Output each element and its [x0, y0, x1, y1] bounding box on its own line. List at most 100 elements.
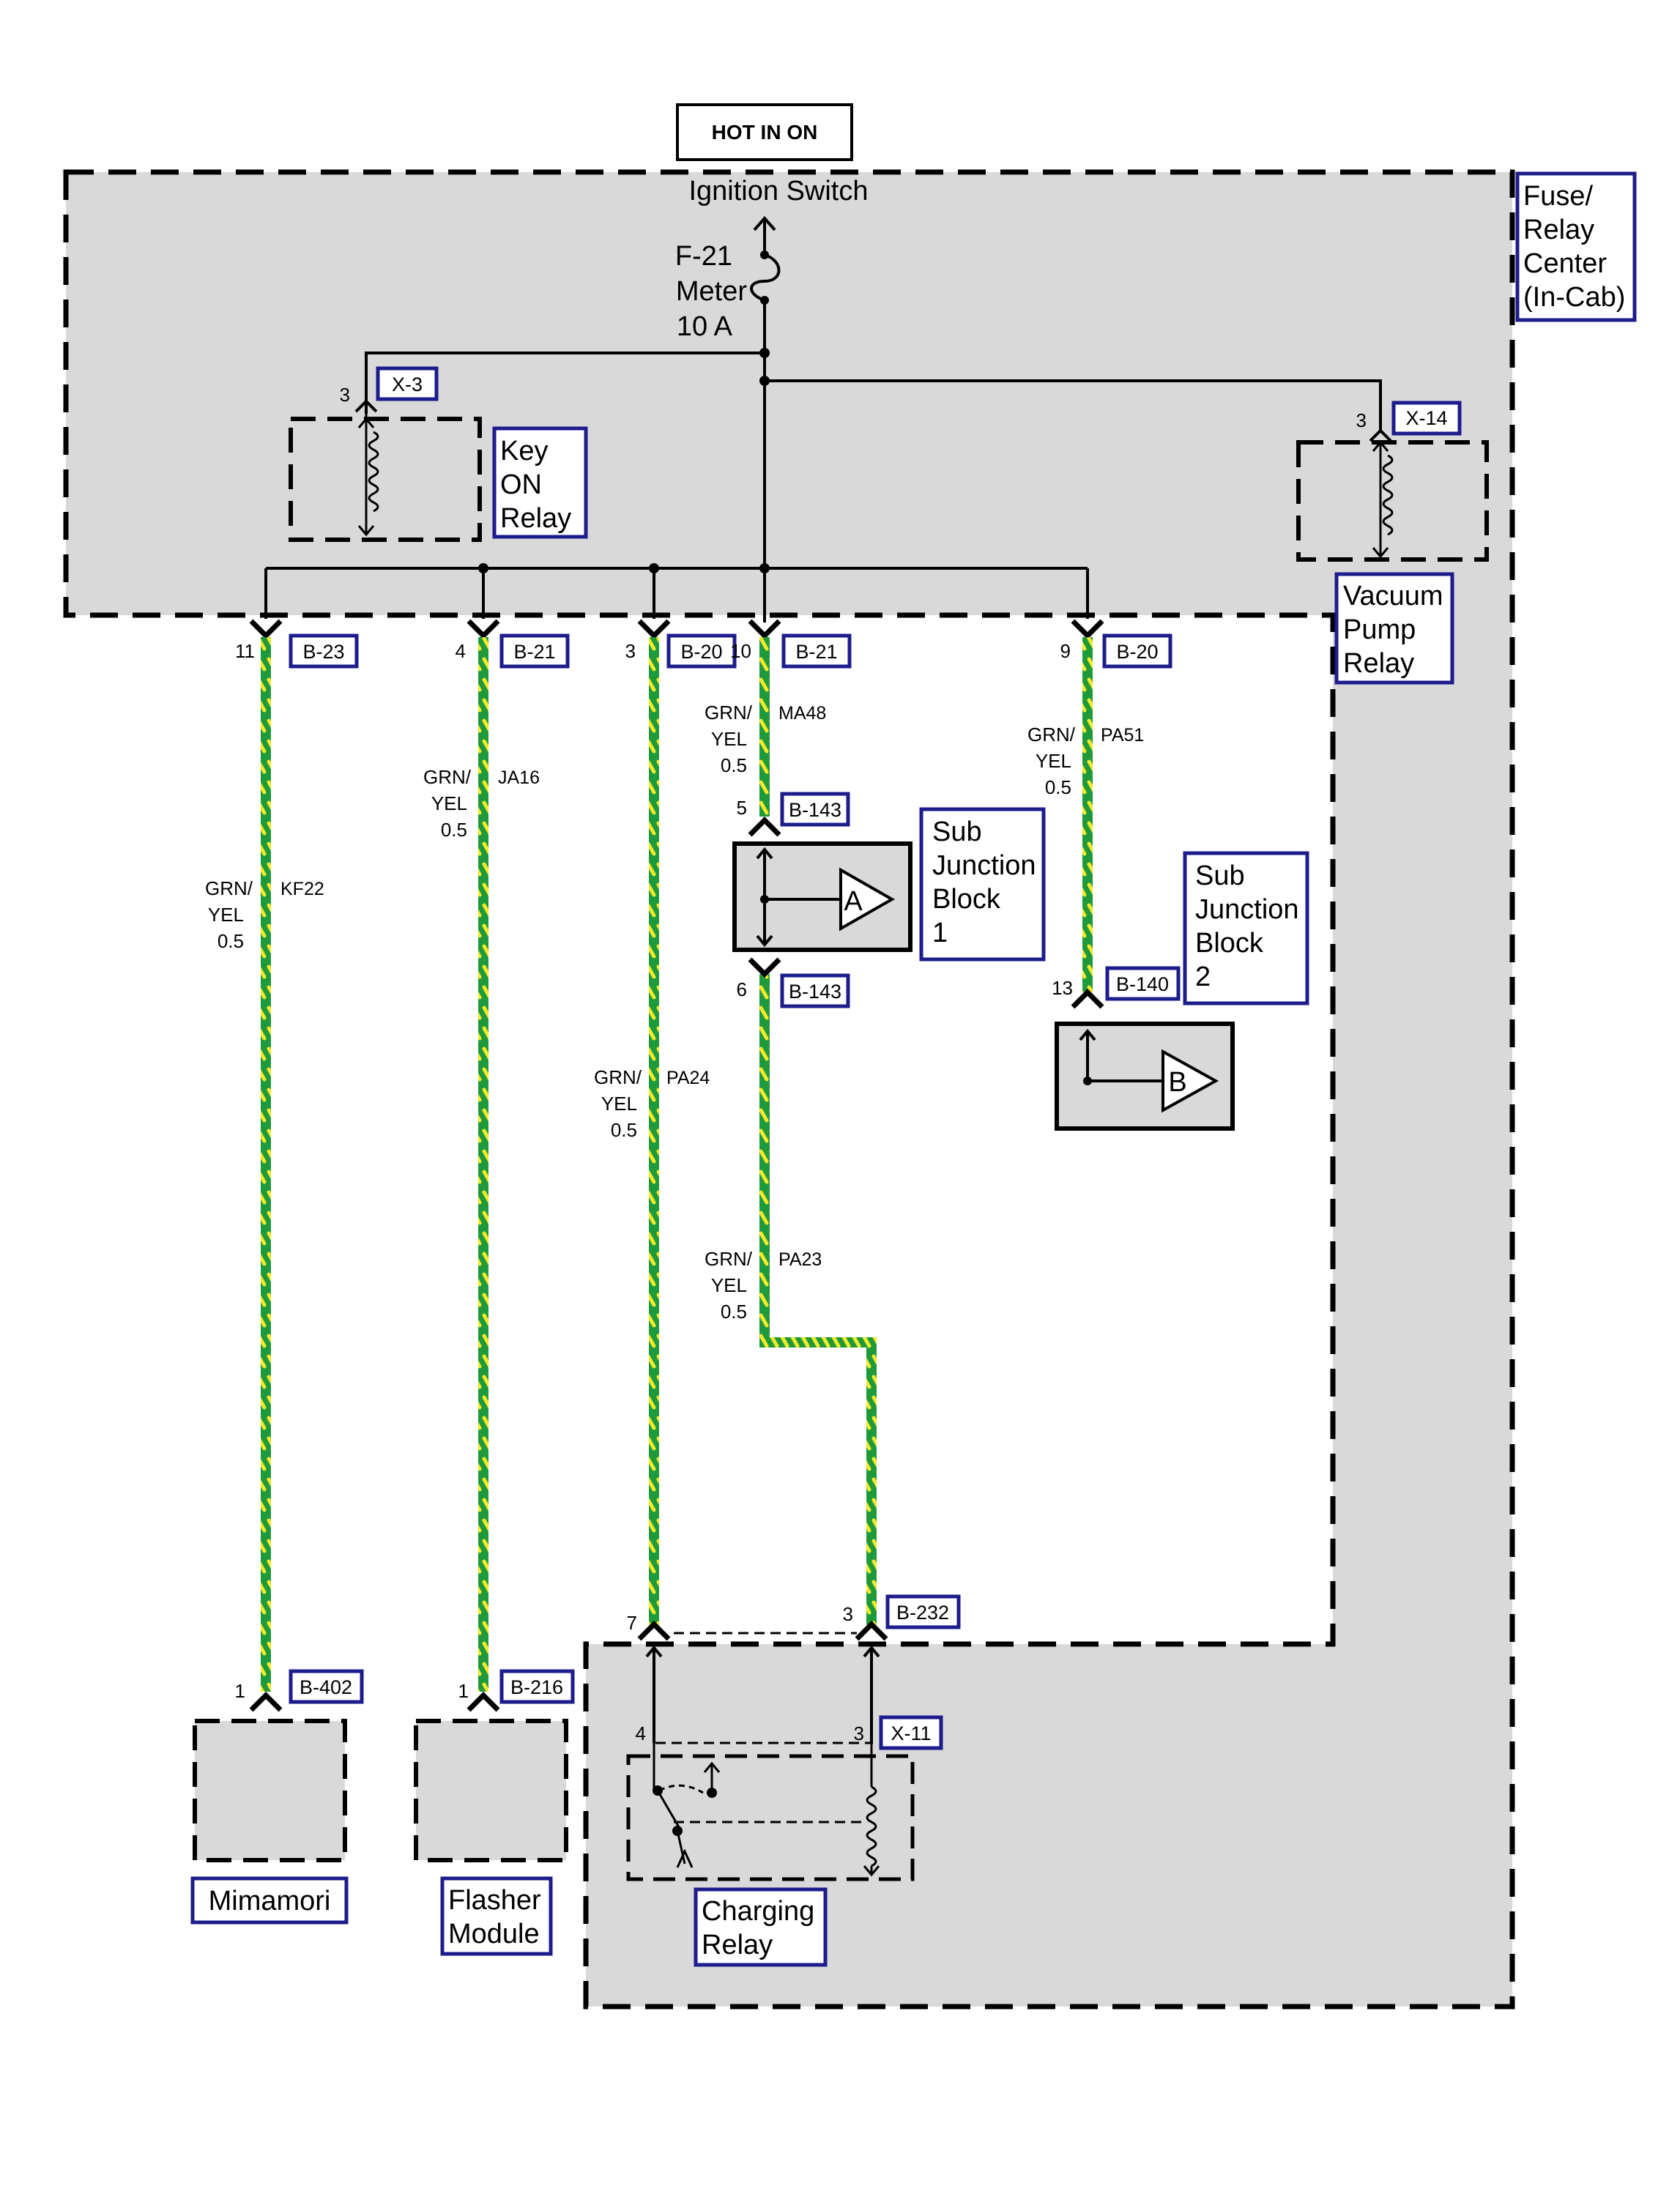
wire-pa51	[1082, 637, 1093, 992]
pa24-size: 0.5	[611, 1119, 637, 1141]
charging-top-pin: 7	[627, 1612, 637, 1634]
flasher-label1: Flasher	[448, 1885, 541, 1916]
kf22-circuit: KF22	[280, 879, 324, 899]
b23-id: B-23	[302, 641, 344, 663]
charging-label2: Relay	[702, 1930, 773, 1960]
pa23-color1: GRN/	[705, 1248, 753, 1270]
kf22-color2: YEL	[208, 904, 244, 926]
b21a-pin: 4	[456, 640, 466, 662]
b402-connector: 1 B-402	[235, 1669, 364, 1712]
wire-kf22	[261, 637, 271, 1692]
wire-pa23-c	[866, 1337, 877, 1626]
charging-label1: Charging	[702, 1896, 814, 1927]
vacuum-label3: Relay	[1343, 648, 1414, 679]
b402-id: B-402	[300, 1676, 352, 1698]
b20a-pin: 3	[625, 640, 636, 662]
sjb1-label4: 1	[932, 918, 948, 948]
b143b-id: B-143	[789, 981, 841, 1003]
wire-pa23-a	[759, 974, 770, 1347]
wire-pa51-label: GRN/ YEL 0.5 PA51	[1027, 724, 1144, 798]
b21b-connector: 10 B-21	[730, 633, 852, 669]
pa23-size: 0.5	[721, 1301, 747, 1323]
pa51-circuit: PA51	[1101, 725, 1144, 746]
fuse-relay-center-border	[63, 169, 1515, 2010]
vacuum-connector: X-14	[1405, 407, 1447, 429]
sjb2-label1: Sub	[1195, 860, 1245, 891]
wire-pa24	[649, 637, 659, 1626]
sjb2-label3: Block	[1195, 928, 1264, 959]
wire-pa23-b	[759, 1337, 877, 1347]
vacuum-pump-relay: 3 X-14 Vacuum Pump Relay	[1296, 401, 1489, 685]
vacuum-label1: Vacuum	[1343, 581, 1443, 611]
sjb2-letter: B	[1168, 1067, 1186, 1098]
b232-pin: 3	[843, 1603, 853, 1625]
hot-in-on-label: HOT IN ON	[712, 121, 818, 144]
sub-junction-block-1: 5 B-143 A 6 B-143 Sub Junction Block 1	[732, 792, 1046, 1008]
charging-pin-right: 3	[854, 1722, 864, 1744]
b20a-id: B-20	[680, 641, 722, 663]
key-on-label1: Key	[500, 436, 548, 466]
vacuum-pin: 3	[1356, 409, 1367, 431]
wire-kf22-label: GRN/ YEL 0.5 KF22	[205, 877, 324, 952]
sjb1-letter: A	[844, 886, 863, 917]
mimamori-component: Mimamori	[190, 1719, 349, 1925]
key-on-pin: 3	[340, 384, 350, 406]
wire-ma48	[759, 637, 770, 817]
charging-relay: 4 3 X-11 Charging Relay	[626, 1645, 943, 1967]
ma48-color1: GRN/	[705, 702, 753, 724]
b216-pin: 1	[458, 1680, 469, 1702]
b23-connector: 11 B-23	[235, 633, 359, 669]
flasher-label2: Module	[448, 1919, 540, 1949]
pa24-circuit: PA24	[666, 1068, 710, 1088]
wire-pa23-label: GRN/ YEL 0.5 PA23	[705, 1248, 822, 1323]
b216-id: B-216	[510, 1676, 563, 1698]
b20b-id: B-20	[1116, 641, 1158, 663]
b216-connector: 1 B-216	[458, 1669, 575, 1712]
b23-pin: 11	[235, 640, 255, 662]
vacuum-label2: Pump	[1343, 614, 1416, 645]
charging-pin-left: 4	[636, 1722, 646, 1744]
b20b-connector: 9 B-20	[1060, 633, 1172, 669]
ja16-color2: YEL	[431, 792, 467, 814]
key-on-label2: ON	[500, 469, 542, 500]
key-on-connector: X-3	[392, 373, 423, 395]
sjb1-label2: Junction	[932, 850, 1036, 881]
sjb1-label3: Block	[932, 884, 1001, 915]
fuse-relay-center-panel	[66, 172, 1512, 2007]
top-connectors	[249, 619, 1104, 639]
b21a-id: B-21	[513, 641, 555, 663]
sjb2-label2: Junction	[1195, 894, 1299, 925]
panel-label-line4: (In-Cab)	[1523, 282, 1625, 313]
fuse-name: F-21	[675, 241, 732, 272]
pa24-color2: YEL	[601, 1093, 637, 1115]
ignition-arrow-icon	[753, 215, 776, 249]
b21b-pin: 10	[730, 640, 751, 662]
panel-label-line1: Fuse/	[1523, 181, 1593, 212]
panel-label-line2: Relay	[1523, 215, 1594, 245]
b140-id: B-140	[1116, 973, 1169, 995]
panel-label-line3: Center	[1523, 248, 1607, 279]
wire-ja16-label: GRN/ YEL 0.5 JA16	[423, 766, 540, 841]
key-on-label3: Relay	[500, 503, 571, 534]
charging-connector: X-11	[891, 1722, 931, 1744]
pa51-size: 0.5	[1045, 776, 1071, 798]
b140-pin: 13	[1052, 977, 1073, 999]
wire-ja16	[478, 637, 488, 1692]
b143a-pin: 5	[737, 797, 747, 819]
ma48-circuit: MA48	[778, 703, 826, 724]
hot-in-on-box	[676, 103, 853, 161]
b232-id: B-232	[896, 1602, 949, 1624]
b143a-id: B-143	[789, 799, 841, 821]
sjb1-label1: Sub	[932, 817, 982, 847]
pa24-color1: GRN/	[594, 1066, 642, 1088]
wire-pa24-label: GRN/ YEL 0.5 PA24	[594, 1066, 710, 1141]
b143b-pin: 6	[737, 978, 747, 1000]
wire-ma48-label: GRN/ YEL 0.5 MA48	[705, 702, 826, 776]
sub-junction-block-2: Sub Junction Block 2 13 B-140 B	[1052, 851, 1309, 1131]
pa23-circuit: PA23	[778, 1249, 822, 1270]
sjb2-label4: 2	[1195, 962, 1211, 992]
mimamori-label: Mimamori	[209, 1886, 331, 1917]
b21b-id: B-21	[795, 641, 837, 663]
b20b-pin: 9	[1060, 640, 1071, 662]
